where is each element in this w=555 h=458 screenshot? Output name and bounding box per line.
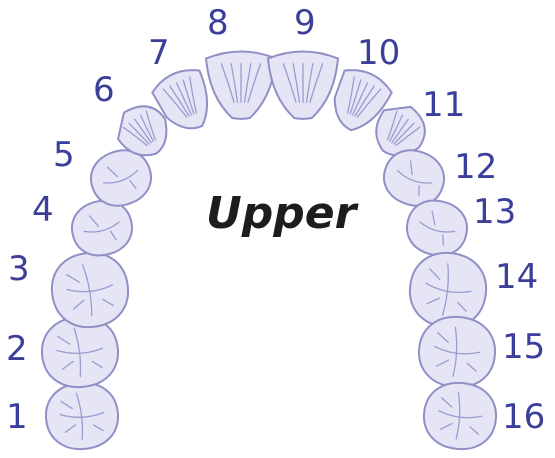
tooth-number-11: 11 — [422, 88, 465, 122]
tooth-3 — [47, 248, 133, 332]
tooth-number-8: 8 — [207, 6, 229, 40]
tooth-number-16: 16 — [502, 400, 545, 434]
tooth-number-3: 3 — [8, 252, 30, 286]
tooth-number-1: 1 — [6, 400, 28, 434]
tooth-9 — [268, 52, 338, 119]
tooth-number-4: 4 — [32, 193, 54, 227]
tooth-number-6: 6 — [93, 73, 115, 107]
tooth-number-2: 2 — [6, 332, 28, 366]
tooth-number-12: 12 — [454, 150, 497, 184]
tooth-number-10: 10 — [357, 36, 400, 70]
tooth-number-7: 7 — [148, 36, 170, 70]
tooth-1 — [43, 380, 120, 452]
tooth-number-13: 13 — [473, 195, 516, 229]
tooth-number-14: 14 — [495, 260, 538, 294]
tooth-8 — [206, 52, 276, 119]
tooth-number-5: 5 — [53, 138, 75, 172]
arch-title: Upper — [206, 192, 356, 236]
tooth-number-15: 15 — [502, 330, 545, 364]
tooth-number-9: 9 — [294, 6, 316, 40]
tooth-16 — [421, 380, 498, 452]
tooth-15 — [416, 314, 498, 390]
